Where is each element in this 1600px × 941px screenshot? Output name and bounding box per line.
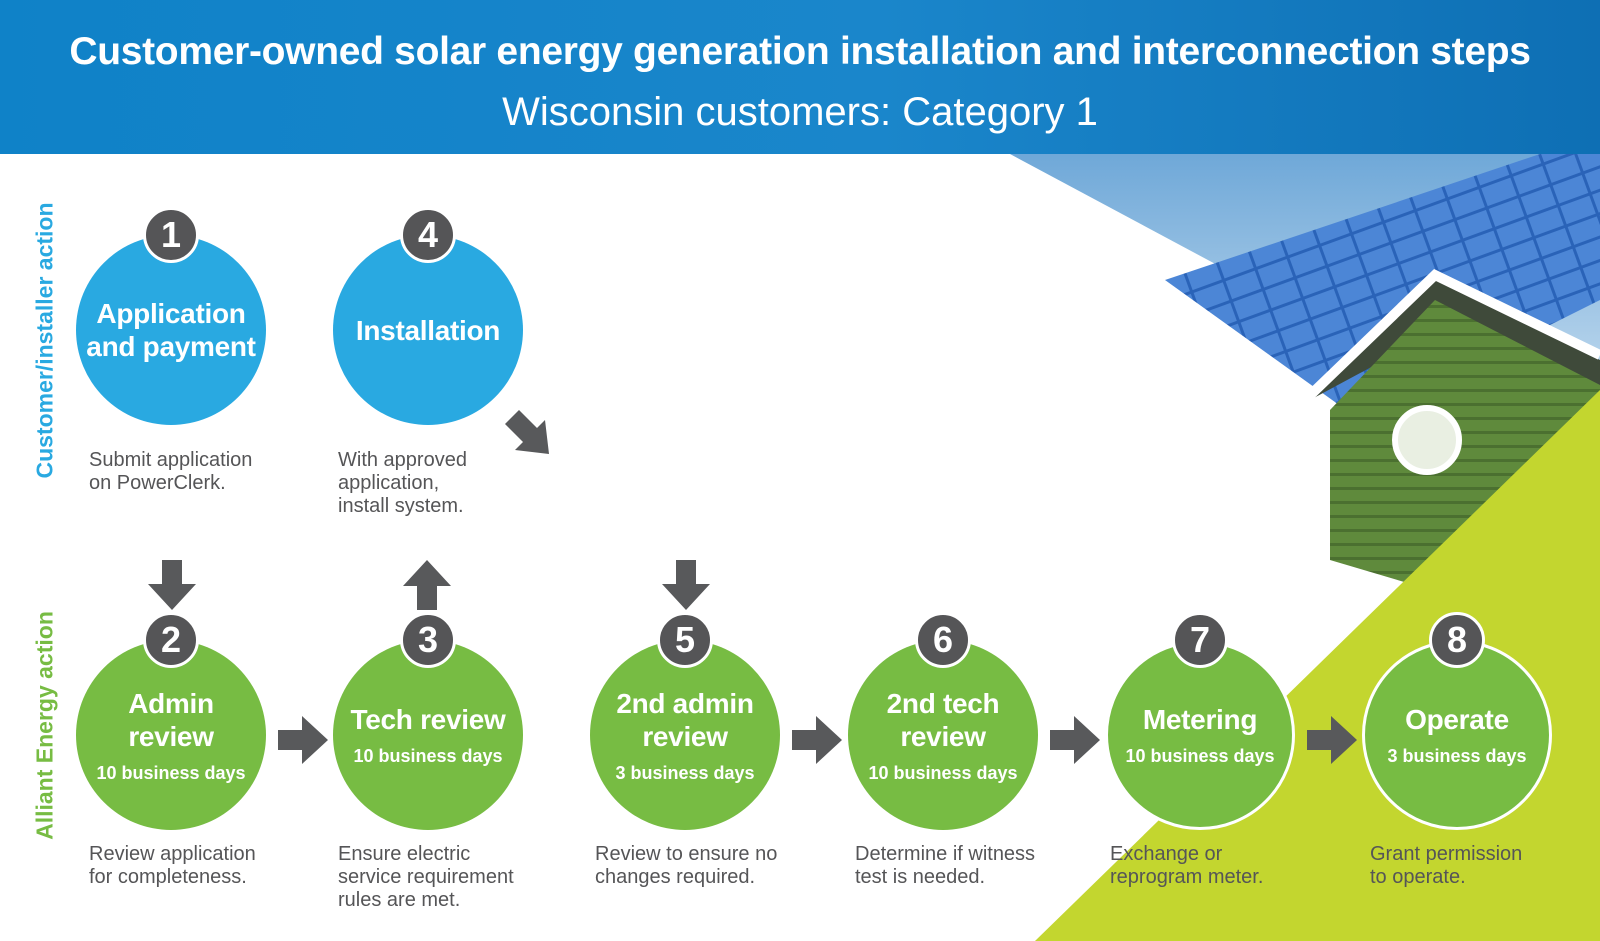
arrow-diagonal-down-right-icon (505, 410, 549, 454)
step-duration: 10 business days (96, 762, 246, 783)
step-4-description: With approved application, install syste… (338, 449, 467, 517)
step-label: Operate (1405, 704, 1509, 735)
step-8-description: Grant permission to operate. (1370, 843, 1523, 888)
lane-label-customer: Customer/installer action (31, 202, 58, 479)
step-8: Operate 3 business days 8 (1362, 612, 1552, 830)
step-duration: 10 business days (868, 762, 1018, 783)
arrow-down-icon (148, 560, 196, 610)
step-number-badge: 4 (400, 207, 456, 263)
step-label: Application and payment (86, 298, 256, 362)
step-number-badge: 6 (915, 612, 971, 668)
step-circle: Operate 3 business days (1362, 640, 1552, 830)
step-number-badge: 3 (400, 612, 456, 668)
step-circle: Application and payment (76, 235, 266, 425)
step-circle: Metering 10 business days (1105, 640, 1295, 830)
page-title: Customer-owned solar energy generation i… (69, 30, 1531, 73)
step-5-description: Review to ensure no changes required. (595, 843, 778, 888)
step-circle: 2nd tech review 10 business days (848, 640, 1038, 830)
step-3-description: Ensure electric service requirement rule… (338, 843, 514, 911)
step-label: Tech review (350, 704, 506, 735)
header-banner: Customer-owned solar energy generation i… (0, 0, 1600, 154)
step-3: Tech review 10 business days 3 (333, 612, 523, 830)
step-number-badge: 5 (657, 612, 713, 668)
step-number-badge: 7 (1172, 612, 1228, 668)
step-label: Admin review (128, 687, 214, 752)
step-number-badge: 2 (143, 612, 199, 668)
step-circle: Installation (333, 235, 523, 425)
step-duration: 10 business days (353, 746, 503, 766)
step-duration: 3 business days (615, 762, 755, 783)
arrow-right-icon (278, 716, 328, 764)
step-5: 2nd admin review 3 business days 5 (590, 612, 780, 830)
step-label: Installation (355, 314, 501, 346)
step-1: Application and payment 1 (76, 207, 266, 425)
arrow-right-icon (1050, 716, 1100, 764)
step-circle: Tech review 10 business days (333, 640, 523, 830)
step-7: Metering 10 business days 7 (1105, 612, 1295, 830)
step-duration: 10 business days (1125, 746, 1275, 766)
step-duration: 3 business days (1387, 746, 1527, 766)
step-2-description: Review application for completeness. (89, 843, 256, 888)
step-6-description: Determine if witness test is needed. (855, 843, 1036, 888)
step-4: Installation 4 (333, 207, 523, 425)
arrow-down-icon (662, 560, 710, 610)
step-label: 2nd admin review (616, 687, 754, 752)
step-1-description: Submit application on PowerClerk. (89, 449, 253, 494)
page-subtitle: Wisconsin customers: Category 1 (502, 90, 1098, 134)
step-circle: Admin review 10 business days (76, 640, 266, 830)
step-label: 2nd tech review (886, 687, 1000, 752)
step-6: 2nd tech review 10 business days 6 (848, 612, 1038, 830)
lane-label-alliant: Alliant Energy action (31, 611, 58, 840)
arrow-up-icon (403, 560, 451, 610)
arrow-right-icon (1307, 716, 1357, 764)
arrow-right-icon (792, 716, 842, 764)
step-7-description: Exchange or reprogram meter. (1110, 843, 1264, 888)
step-label: Metering (1142, 704, 1258, 735)
step-number-badge: 1 (143, 207, 199, 263)
step-circle: 2nd admin review 3 business days (590, 640, 780, 830)
step-2: Admin review 10 business days 2 (76, 612, 266, 830)
step-number-badge: 8 (1429, 612, 1485, 668)
